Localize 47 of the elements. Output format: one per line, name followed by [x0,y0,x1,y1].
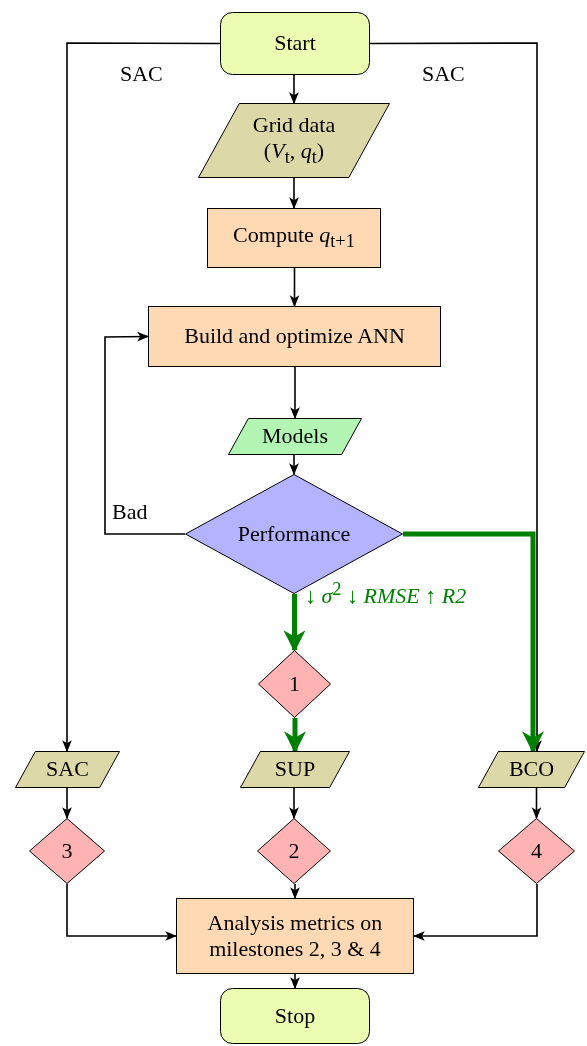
arrow [104,331,186,535]
arrow [290,973,300,990]
arrow [62,42,221,753]
arrow [289,267,300,308]
node-label: 1 [289,670,300,698]
node-label: Stop [274,1002,316,1030]
node-label: 4 [531,837,542,865]
terminal-box [220,12,370,75]
arrow [290,883,300,900]
arrow [62,787,72,820]
data-parallelogram [478,751,585,788]
data-parallelogram [240,751,350,788]
node-label: BCO [508,756,555,783]
decision-diamond [498,818,575,884]
node-label: Compute q$_{t+1}$ [233,222,355,254]
arrow [289,787,299,820]
arrow [531,787,542,820]
process-box [207,208,381,268]
arrow [289,74,299,105]
node-label: 2 [288,837,300,865]
decision-diamond [258,650,331,718]
terminal-box [220,988,370,1044]
data-parallelogram [15,751,120,788]
data-parallelogram [228,418,362,455]
node-label: 3 [61,837,73,865]
edge-label: ↓ σ$^{2}$ ↓ RMSE ↑ R2 [304,579,468,609]
arrow [369,42,542,753]
node-label: Grid data [252,111,336,138]
decision-diamond [257,818,331,884]
arrow [412,883,538,941]
arrow [289,177,299,210]
arrow [283,594,306,653]
node-label: Analysis metrics on milestones 2, 3 & 4 [206,909,384,963]
node-label: Models [262,423,328,450]
data-parallelogram [198,103,390,178]
arrow [290,366,300,420]
node-label: Performance [237,520,351,548]
node-label: SAC [46,756,89,783]
node-label: Build and optimize ANN [184,323,405,350]
process-box [176,898,414,974]
node-label: Start [274,30,316,57]
node-label: (V$_{t}$, q$_{t}$) [263,138,325,170]
decision-diamond [29,818,105,884]
arrow [66,883,178,941]
node-label: SUP [274,756,316,783]
process-box [148,306,441,367]
arrow [289,454,299,476]
